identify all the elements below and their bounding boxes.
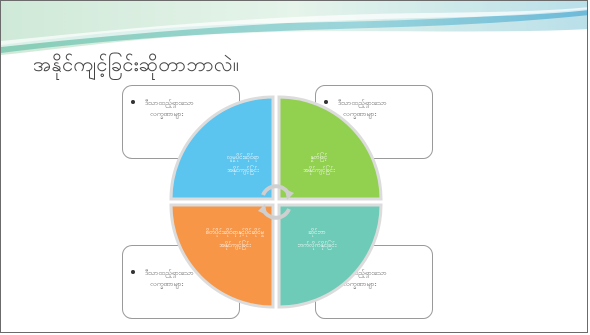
- note-line-2: လက္ခဏာများ: [150, 110, 184, 118]
- header-wave-banner: [1, 1, 587, 55]
- quadrant-top-right: [277, 95, 383, 201]
- quadrant-bottom-left-line1: စိတ်ပိုင်းဆိုင်ရာနှင့်ပိုင်ဆိုင်မှု: [206, 228, 265, 237]
- bullet-icon: [324, 100, 328, 104]
- quadrant-bottom-left-line2: အနိုင်ကျင့်ခြင်း: [219, 240, 251, 250]
- bullet-icon: [131, 100, 135, 104]
- quadrant-top-left: [169, 95, 275, 201]
- note-line-2: လက္ခဏာများ: [343, 280, 377, 288]
- quadrant-bottom-right-line1: ဆိုင်ဘာ: [307, 228, 325, 237]
- note-line-1: ဒီသာထည့်ရှားသော: [338, 269, 387, 277]
- quadrant-bottom-right-line2: ဘက်လိုက်နိုင်ခြင်း: [298, 240, 337, 250]
- quadrant-top-right-line2: အနိုင်ကျင့်ခြင်း: [303, 165, 335, 175]
- bullet-icon: [131, 270, 135, 274]
- quadrant-top-right-line1: နှုတ်ဖြင့်: [311, 152, 328, 162]
- quadrant-bottom-right: [277, 203, 383, 309]
- cycle-arrows-icon: [261, 184, 291, 220]
- note-line-1: ဒီသာထည့်ရှားသော: [338, 99, 387, 107]
- page-title: အနိုင်ကျင့်ခြင်းဆိုတာဘာလဲ။: [33, 52, 240, 76]
- quadrant-bottom-left: [169, 203, 275, 309]
- quadrant-top-left-line2: အနိုင်ကျင့်ခြင်း: [227, 165, 259, 175]
- quadrant-top-left-line1: လူမှုပိုင်းဆိုင်ရာ: [227, 153, 259, 162]
- note-line-1: ဒီသာထည့်ရှားသော: [145, 269, 194, 277]
- note-line-2: လက္ခဏာများ: [150, 280, 184, 288]
- note-line-2: လက္ခဏာများ: [343, 110, 377, 118]
- note-line-1: ဒီသာထည့်ရှားသော: [145, 99, 194, 107]
